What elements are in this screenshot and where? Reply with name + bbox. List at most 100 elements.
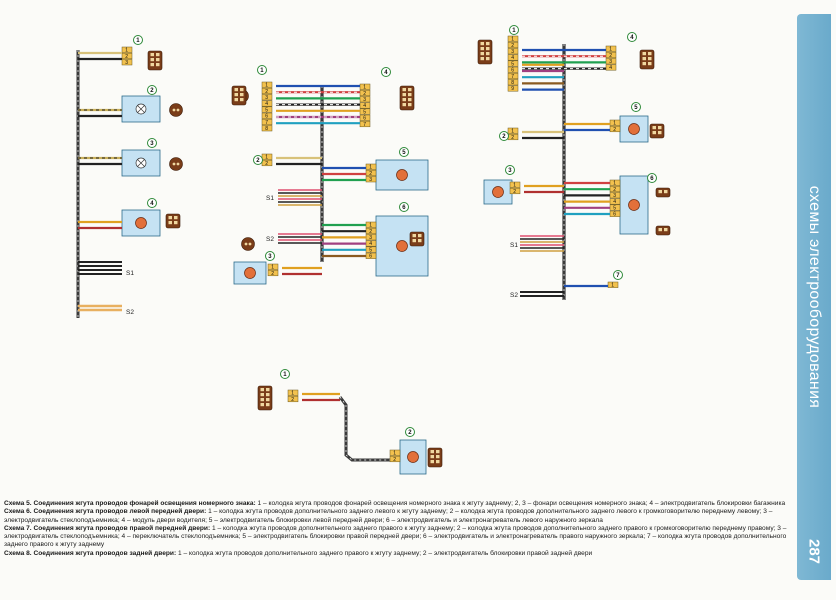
plug-cavity [664,228,668,232]
pin-number: 2 [511,43,514,49]
motor-symbol [628,123,640,135]
pin-number: 5 [613,205,616,211]
caption-scheme-5: Схема 5. Соединения жгута проводов фонар… [4,500,786,507]
callout-bubble [257,65,267,75]
caption-scheme-7: Схема 7. Соединения жгута проводов право… [4,524,787,549]
callout-number: 1 [512,28,516,34]
plug-cavity [408,98,412,102]
connector-plug [649,123,665,139]
plug-cavity [658,131,662,135]
motor-symbol [628,199,640,211]
plug-cavity [266,403,270,407]
connector-plug [399,85,415,111]
plug-cavity [402,93,406,97]
callout-bubble [265,251,275,261]
connector-pin [605,64,617,71]
plug-cavity [176,108,180,112]
connector-pin [261,87,273,95]
plug-cavity [260,393,264,397]
pin-number: 3 [511,49,514,55]
connector-pin [267,263,279,270]
plug-cavity [408,93,412,97]
connector-pin [365,163,377,170]
s1-label: S1 [126,270,134,277]
section-tab: схемы электрооборудования 287 [797,14,831,580]
plug-cavity [652,131,656,135]
s2-label: S2 [510,292,518,299]
pin-number: 4 [369,241,372,247]
pin-number: 3 [613,193,616,199]
connector-plug [147,50,163,71]
plug-cavity [480,52,484,56]
callout-number: 7 [616,273,620,279]
pin-number: 2 [291,397,294,403]
pin-number: 7 [363,122,366,128]
pin-number: 5 [511,61,514,67]
plug-cavity [486,47,490,51]
plug-cavity [658,228,662,232]
connector-pin [261,94,273,101]
plug-cavity [648,57,652,61]
pin-number: 6 [363,116,366,122]
harness-wrap [339,396,390,461]
caption-scheme-8: Схема 8. Соединения жгута проводов задне… [4,549,593,557]
pin-number: 9 [511,86,514,92]
connector-plug [409,231,425,247]
callout-bubble [280,369,290,379]
connector-pin [261,100,273,107]
pin-number: 5 [265,107,268,113]
connector-pin [509,187,521,195]
pin-number: 1 [513,183,516,189]
plug-cavity [234,88,238,92]
pin-number: 1 [363,85,366,91]
plug-cavity [174,221,178,225]
plug-cavity [156,58,160,62]
callout-bubble [399,147,409,157]
callout-bubble [647,173,657,183]
connector-plug [427,447,443,468]
pin-number: 6 [369,254,372,260]
pin-number: 3 [369,235,372,241]
plug-cavity [168,216,172,220]
pin-number: 8 [511,80,514,86]
plug-cavity [402,88,406,92]
connector-plug [231,85,247,106]
plug-cavity [156,63,160,67]
section-title: схемы электрооборудования [806,185,823,409]
pin-number: 4 [613,199,616,205]
callout-bubble [631,102,641,112]
pin-number: 1 [613,121,616,127]
connector-pin [605,58,617,65]
connector-pin [607,281,619,288]
plug-cavity [648,62,652,66]
pin-number: 1 [611,283,614,289]
connector-plug [655,225,671,236]
pin-number: 1 [125,48,128,54]
callout-number: 3 [268,254,272,260]
plug-cavity [436,450,440,454]
plug-cavity [234,93,238,97]
caption-scheme-6: Схема 6. Соединения жгута проводов левой… [4,508,773,524]
plug-cavity [248,242,252,246]
connector-plug [477,39,493,65]
s1-label: S1 [266,195,274,202]
pin-number: 4 [511,55,514,61]
pin-number: 1 [271,265,274,271]
connector-pin [287,389,299,396]
connector-plug [655,187,671,198]
plug-cavity [418,239,422,243]
s2-label: S2 [126,309,134,316]
callout-number: 1 [283,372,287,378]
pin-number: 4 [265,101,268,107]
pin-number: 2 [511,135,514,141]
connector-pin [507,41,519,49]
connector-pin [507,66,519,73]
round-plug [169,103,183,117]
plug-cavity [260,388,264,392]
callout-bubble [253,155,263,165]
callout-bubble [613,270,623,280]
pin-number: 1 [265,155,268,161]
plug-cavity [174,216,178,220]
s1-label: S1 [510,242,518,249]
